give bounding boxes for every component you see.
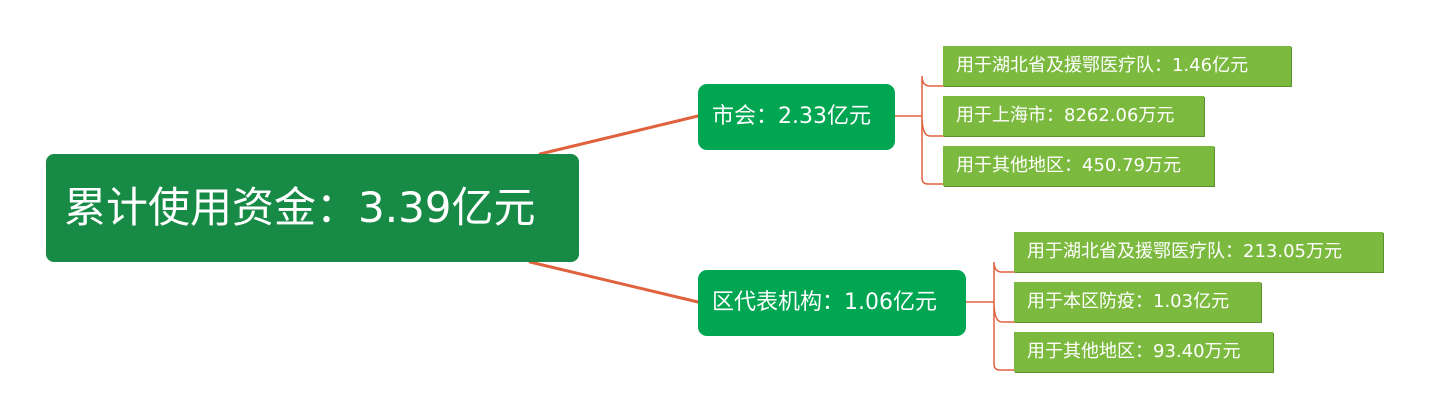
leaf-label: 用于本区防疫：1.03亿元: [1027, 291, 1230, 312]
connector-branch-1-leaves: [895, 75, 1291, 185]
leaf-node: 用于湖北省及援鄂医疗队：213.05万元: [1014, 232, 1383, 272]
leaf-node: 用于上海市：8262.06万元: [943, 96, 1204, 136]
branch-label: 区代表机构：1.06亿元: [712, 290, 937, 315]
branch-node-district: 区代表机构：1.06亿元: [698, 270, 966, 336]
leaf-label: 用于上海市：8262.06万元: [956, 105, 1175, 126]
branch-label: 市会：2.33亿元: [712, 104, 871, 129]
leaf-label: 用于湖北省及援鄂医疗队：213.05万元: [1027, 241, 1342, 262]
leaf-node: 用于湖北省及援鄂医疗队：1.46亿元: [943, 46, 1291, 86]
leaf-label: 用于其他地区：450.79万元: [956, 155, 1181, 176]
connector-root-branch-2: [528, 260, 700, 304]
connector-root-branch-1: [538, 114, 700, 156]
leaf-label: 用于湖北省及援鄂医疗队：1.46亿元: [956, 55, 1249, 76]
leaf-label: 用于其他地区：93.40万元: [1027, 341, 1241, 362]
leaf-node: 用于本区防疫：1.03亿元: [1014, 282, 1261, 322]
leaf-node: 用于其他地区：93.40万元: [1014, 332, 1273, 372]
branch-node-city: 市会：2.33亿元: [698, 84, 895, 150]
leaf-node: 用于其他地区：450.79万元: [943, 146, 1214, 186]
connector-branch-2-leaves: [966, 261, 1383, 371]
root-node: 累计使用资金：3.39亿元: [46, 154, 579, 262]
root-label: 累计使用资金：3.39亿元: [64, 183, 536, 232]
